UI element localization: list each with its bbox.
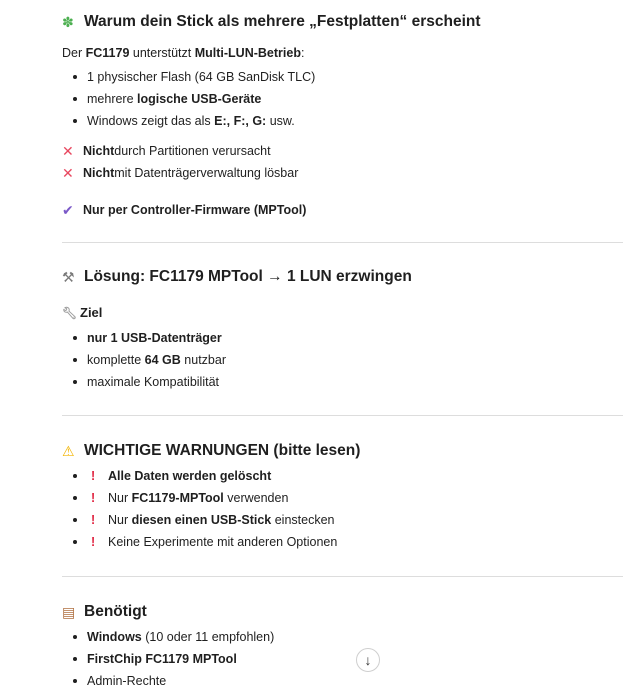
arrow-down-icon: ↓ bbox=[364, 652, 372, 668]
list-item: Admin-Rechte bbox=[73, 670, 623, 692]
list-item: !Alle Daten werden gelöscht bbox=[73, 465, 623, 487]
tools-icon: ⚒ bbox=[62, 269, 75, 285]
list-item: !Nur diesen einen USB-Stick einstecken bbox=[73, 509, 623, 531]
section-heading: ⚒ Lösung: FC1179 MPTool → 1 LUN erzwinge… bbox=[62, 268, 412, 285]
check-line: ✔ Nur per Controller-Firmware (MPTool) bbox=[62, 199, 623, 221]
list-item: nur 1 USB-Datenträger bbox=[73, 327, 623, 349]
not-causes-list: ✕ Nicht durch Partitionen verursacht ✕ N… bbox=[62, 140, 623, 184]
section-heading: ▤ Benötigt bbox=[62, 603, 147, 620]
cross-mark-icon: ✕ bbox=[62, 143, 74, 159]
feature-list: 1 physischer Flash (64 GB SanDisk TLC) m… bbox=[62, 66, 623, 132]
exclamation-icon: ! bbox=[91, 513, 96, 527]
list-item: mehrere logische USB-Geräte bbox=[73, 88, 623, 110]
x-line: ✕ Nicht durch Partitionen verursacht bbox=[62, 140, 623, 162]
requirements-list: Windows (10 oder 11 empfohlen) FirstChip… bbox=[62, 626, 623, 692]
puzzle-icon: ✽ bbox=[62, 14, 74, 30]
list-item: Windows (10 oder 11 empfohlen) bbox=[73, 626, 623, 648]
list-item: komplette 64 GB nutzbar bbox=[73, 349, 623, 371]
divider bbox=[62, 242, 623, 243]
scroll-to-bottom-button[interactable]: ↓ bbox=[356, 648, 380, 672]
intro-paragraph: Der FC1179 unterstützt Multi-LUN-Betrieb… bbox=[62, 46, 305, 60]
section-heading: ✽ Warum dein Stick als mehrere „Festplat… bbox=[62, 13, 481, 30]
list-item: !Keine Experimente mit anderen Optionen bbox=[73, 531, 623, 553]
wrench-icon: 🔧︎ bbox=[62, 305, 78, 320]
warning-icon: ⚠ bbox=[62, 443, 75, 459]
exclamation-icon: ! bbox=[91, 491, 96, 505]
x-line: ✕ Nicht mit Datenträgerverwaltung lösbar bbox=[62, 162, 623, 184]
exclamation-icon: ! bbox=[91, 535, 96, 549]
goal-list: nur 1 USB-Datenträger komplette 64 GB nu… bbox=[62, 327, 623, 393]
section-why-multiple-drives: ✽ Warum dein Stick als mehrere „Festplat… bbox=[62, 13, 623, 31]
section-warnings: ⚠ WICHTIGE WARNUNGEN (bitte lesen) bbox=[62, 442, 623, 460]
list-item: FirstChip FC1179 MPTool bbox=[73, 648, 623, 670]
subheading-goal: 🔧︎ Ziel bbox=[62, 305, 103, 320]
section-solution: ⚒ Lösung: FC1179 MPTool → 1 LUN erzwinge… bbox=[62, 268, 623, 286]
divider bbox=[62, 576, 623, 577]
list-item: !Nur FC1179-MPTool verwenden bbox=[73, 487, 623, 509]
exclamation-icon: ! bbox=[91, 469, 96, 483]
clipboard-icon: ▤ bbox=[62, 604, 76, 620]
divider bbox=[62, 415, 623, 416]
list-item: maximale Kompatibilität bbox=[73, 371, 623, 393]
check-mark-icon: ✔ bbox=[62, 202, 74, 218]
section-heading: ⚠ WICHTIGE WARNUNGEN (bitte lesen) bbox=[62, 442, 361, 459]
section-required: ▤ Benötigt bbox=[62, 603, 623, 621]
list-item: Windows zeigt das als E:, F:, G: usw. bbox=[73, 110, 623, 132]
warning-list: !Alle Daten werden gelöscht !Nur FC1179-… bbox=[62, 465, 623, 553]
cross-mark-icon: ✕ bbox=[62, 165, 74, 181]
list-item: 1 physischer Flash (64 GB SanDisk TLC) bbox=[73, 66, 623, 88]
